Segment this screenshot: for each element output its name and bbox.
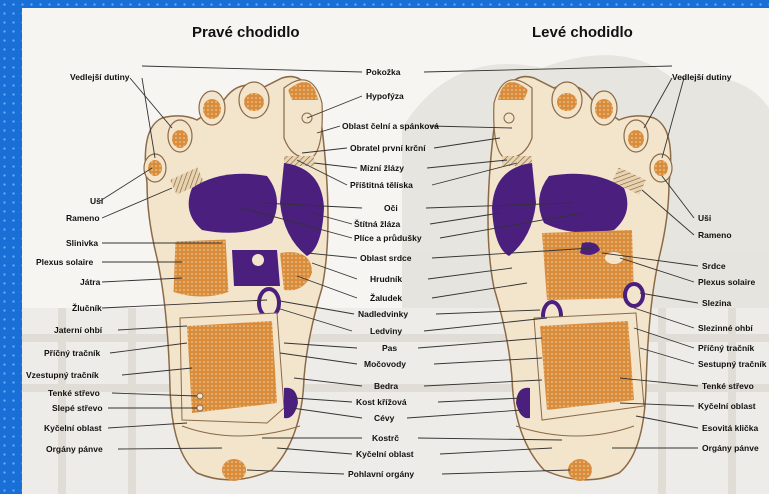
label-sestupny-tracnik: Sestupný tračník <box>698 359 767 369</box>
label-obratel-prvni-krcni: Obratel první krční <box>350 143 426 153</box>
label-mizni-zlazy: Mízní žlázy <box>360 163 404 173</box>
label-vedlejsi-dutiny-left: Vedlejší dutiny <box>672 72 732 82</box>
title-right-foot: Pravé chodidlo <box>192 24 300 41</box>
label-vzestupny-tracnik: Vzestupný tračník <box>26 370 99 380</box>
label-hrudnik: Hrudník <box>370 274 402 284</box>
label-organy-panve-right: Orgány pánve <box>46 444 103 454</box>
label-tenke-strevo-right: Tenké střevo <box>48 388 100 398</box>
label-plice-a-prudusky: Plíce a průdušky <box>354 233 422 243</box>
label-srdce: Srdce <box>702 261 726 271</box>
label-usi-right: Uši <box>90 196 103 206</box>
label-jaterni-ohbi: Jaterní ohbí <box>54 325 102 335</box>
label-vedlejsi-dutiny-right: Vedlejší dutiny <box>70 72 130 82</box>
label-kostrc: Kostrč <box>372 433 399 443</box>
diagram-panel: Pravé chodidlo Levé chodidlo Vedlejší du… <box>22 8 769 494</box>
label-slinivka: Slinivka <box>66 238 98 248</box>
label-tenke-strevo-left: Tenké střevo <box>702 381 754 391</box>
label-pricny-tracnik-left: Příčný tračník <box>698 343 754 353</box>
foot-diagram <box>22 8 769 494</box>
label-rameno-left: Rameno <box>698 230 732 240</box>
label-plexus-solaire-left: Plexus solaire <box>698 277 755 287</box>
label-kycelni-oblast-left: Kyčelní oblast <box>698 401 756 411</box>
label-zaludek: Žaludek <box>370 293 402 303</box>
label-slezinne-ohbi: Slezinné ohbí <box>698 323 753 333</box>
label-stitna-zlaza: Štítná žláza <box>354 219 400 229</box>
label-rameno-right: Rameno <box>66 213 100 223</box>
title-left-foot: Levé chodidlo <box>532 24 633 41</box>
label-kycelni-oblast-center: Kyčelní oblast <box>356 449 414 459</box>
label-bedra: Bedra <box>374 381 398 391</box>
label-zlucnik: Žlučník <box>72 303 102 313</box>
label-oci: Oči <box>384 203 398 213</box>
label-pas: Pas <box>382 343 397 353</box>
label-kost-krizova: Kost křížová <box>356 397 407 407</box>
label-pokozka: Pokožka <box>366 67 401 77</box>
label-esovita-klicka: Esovitá klička <box>702 423 758 433</box>
label-hypofyza: Hypofýza <box>366 91 404 101</box>
label-organy-panve-left: Orgány pánve <box>702 443 759 453</box>
label-slezina: Slezina <box>702 298 731 308</box>
label-kycelni-oblast-right: Kyčelní oblast <box>44 423 102 433</box>
label-usi-left: Uši <box>698 213 711 223</box>
label-jatra: Játra <box>80 277 100 287</box>
label-pristitna-teliska: Příštitná tělíska <box>350 180 413 190</box>
label-oblast-celni-a-spankova: Oblast čelní a spánková <box>342 121 439 131</box>
label-pricny-tracnik-right: Příčný tračník <box>44 348 100 358</box>
label-mocovody: Močovody <box>364 359 406 369</box>
label-oblast-srdce: Oblast srdce <box>360 253 412 263</box>
label-cevy: Cévy <box>374 413 394 423</box>
label-plexus-solaire-right: Plexus solaire <box>36 257 93 267</box>
label-pohlavni-organy: Pohlavní orgány <box>348 469 414 479</box>
label-slepe-strevo: Slepé střevo <box>52 403 103 413</box>
label-nadledvinky: Nadledvinky <box>358 309 408 319</box>
label-ledviny: Ledviny <box>370 326 402 336</box>
